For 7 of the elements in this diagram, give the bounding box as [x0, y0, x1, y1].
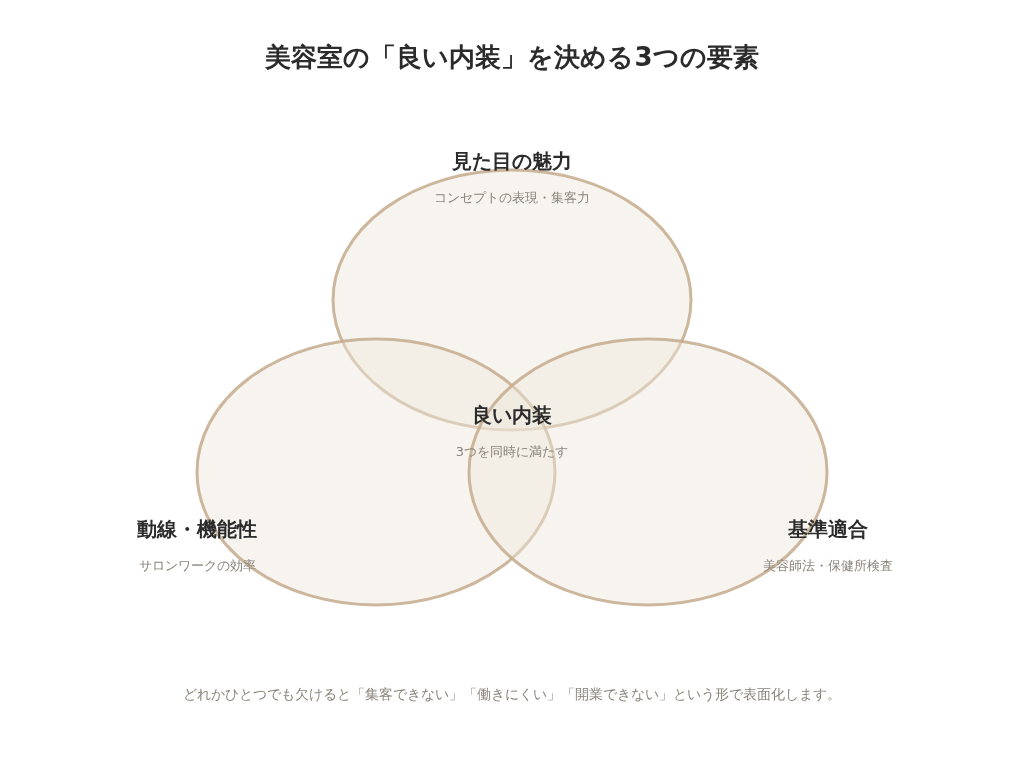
center-heading: 良い内装 — [472, 402, 552, 429]
circle-heading: 動線・機能性 — [137, 516, 257, 543]
circle-heading: 見た目の魅力 — [452, 148, 572, 175]
circle-heading: 基準適合 — [788, 516, 868, 543]
title: 美容室の「良い内装」を決める3つの要素 — [265, 41, 759, 74]
circle-subtitle: コンセプトの表現・集客力 — [434, 189, 590, 207]
caption: どれかひとつでも欠けると「集客できない」「働きにくい」「開業できない」という形で表面化します。 — [183, 685, 841, 704]
